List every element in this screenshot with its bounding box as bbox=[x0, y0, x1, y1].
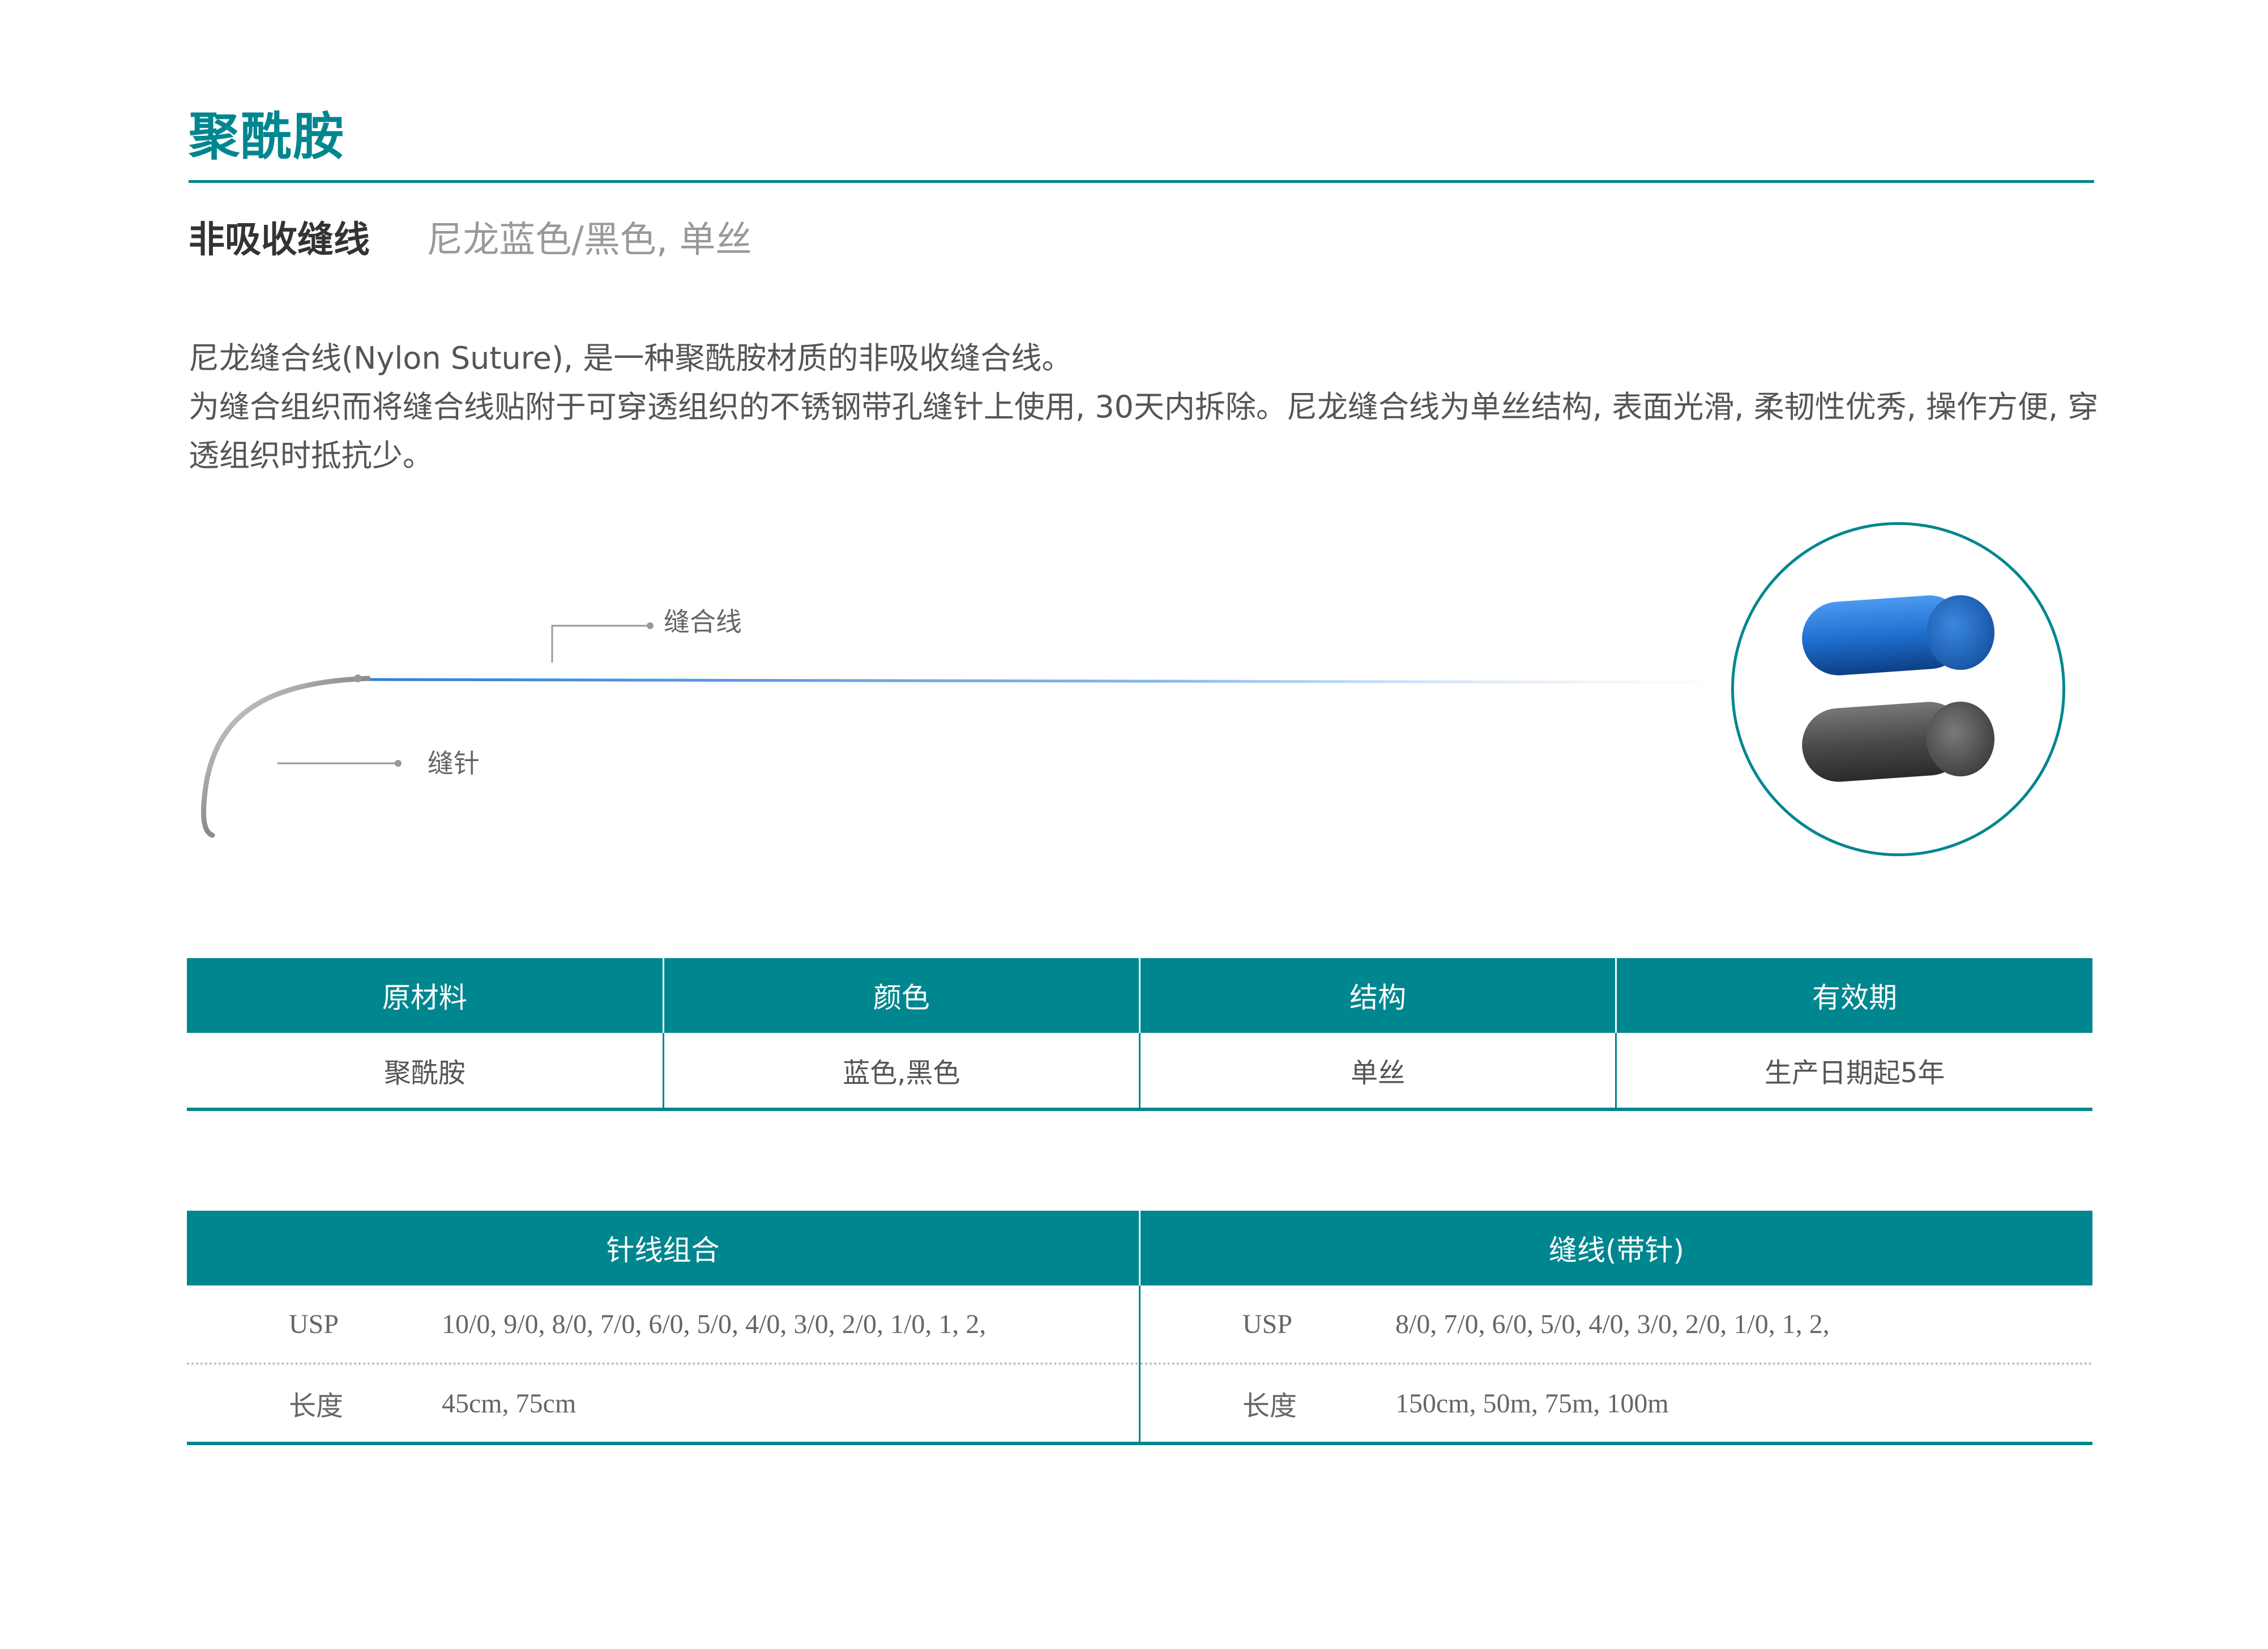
size-table-header-row: 针线组合 缝线(带针) bbox=[187, 1211, 2092, 1285]
product-description: 尼龙缝合线(Nylon Suture), 是一种聚酰胺材质的非吸收缝合线。 为缝… bbox=[189, 334, 2103, 480]
size-table: 针线组合 缝线(带针) USP 10/0, 9/0, 8/0, 7/0, 6/0… bbox=[187, 1211, 2092, 1445]
subtitle-secondary: 尼龙蓝色/黑色, 单丝 bbox=[426, 219, 752, 261]
length-label: 长度 bbox=[1242, 1391, 1297, 1421]
size-left-usp-row: USP 10/0, 9/0, 8/0, 7/0, 6/0, 5/0, 4/0, … bbox=[187, 1285, 1139, 1365]
suture-callout-line bbox=[551, 625, 648, 663]
size-table-body-row: USP 10/0, 9/0, 8/0, 7/0, 6/0, 5/0, 4/0, … bbox=[187, 1285, 2092, 1445]
length-value: 45cm, 75cm bbox=[442, 1388, 576, 1419]
spec-header-color: 颜色 bbox=[662, 958, 1140, 1033]
title-divider bbox=[189, 180, 2094, 183]
size-right-usp-row: USP 8/0, 7/0, 6/0, 5/0, 4/0, 3/0, 2/0, 1… bbox=[1141, 1285, 2092, 1365]
label-suture: 缝合线 bbox=[664, 606, 742, 637]
needle-shape bbox=[201, 676, 371, 838]
usp-label: USP bbox=[1242, 1309, 1293, 1339]
description-line-1: 尼龙缝合线(Nylon Suture), 是一种聚酰胺材质的非吸收缝合线。 bbox=[189, 340, 1073, 376]
thread-samples bbox=[1802, 595, 1994, 782]
blue-thread-sample bbox=[1802, 595, 1994, 676]
spec-table-header-row: 原材料 颜色 结构 有效期 bbox=[187, 958, 2092, 1033]
spec-header-shelf-life: 有效期 bbox=[1615, 958, 2092, 1033]
label-needle: 缝针 bbox=[428, 748, 480, 779]
size-left-length-row: 长度 45cm, 75cm bbox=[187, 1365, 1139, 1442]
usp-label: USP bbox=[289, 1309, 339, 1339]
length-label: 长度 bbox=[289, 1391, 344, 1421]
suture-thread bbox=[362, 678, 1705, 684]
description-line-2: 为缝合组织而将缝合线贴附于可穿透组织的不锈钢带孔缝针上使用, 30天内拆除。尼龙… bbox=[189, 389, 2099, 473]
spec-header-material: 原材料 bbox=[187, 958, 664, 1033]
size-left-cell: USP 10/0, 9/0, 8/0, 7/0, 6/0, 5/0, 4/0, … bbox=[187, 1285, 1141, 1445]
size-header-needle-combo: 针线组合 bbox=[187, 1211, 1140, 1285]
usp-value: 10/0, 9/0, 8/0, 7/0, 6/0, 5/0, 4/0, 3/0,… bbox=[442, 1309, 986, 1339]
length-value: 150cm, 50m, 75m, 100m bbox=[1395, 1388, 1669, 1419]
black-thread-sample bbox=[1802, 702, 1994, 782]
spec-table-row: 聚酰胺 蓝色,黑色 单丝 生产日期起5年 bbox=[187, 1033, 2092, 1111]
spec-value-structure: 单丝 bbox=[1138, 1033, 1616, 1111]
needle-suture-illustration bbox=[201, 622, 1705, 838]
size-header-suture-with-needle: 缝线(带针) bbox=[1139, 1211, 2092, 1285]
spec-table: 原材料 颜色 结构 有效期 聚酰胺 蓝色,黑色 单丝 生产日期起5年 bbox=[187, 958, 2092, 1111]
thread-zoom-circle bbox=[1731, 522, 2065, 856]
size-right-cell: USP 8/0, 7/0, 6/0, 5/0, 4/0, 3/0, 2/0, 1… bbox=[1139, 1285, 2092, 1445]
spec-header-structure: 结构 bbox=[1138, 958, 1616, 1033]
spec-value-shelf-life: 生产日期起5年 bbox=[1615, 1033, 2092, 1111]
size-right-length-row: 长度 150cm, 50m, 75m, 100m bbox=[1141, 1365, 2092, 1442]
subtitle: 非吸收缝线 尼龙蓝色/黑色, 单丝 bbox=[189, 211, 752, 263]
subtitle-main: 非吸收缝线 bbox=[189, 219, 370, 261]
spec-value-color: 蓝色,黑色 bbox=[662, 1033, 1140, 1111]
usp-value: 8/0, 7/0, 6/0, 5/0, 4/0, 3/0, 2/0, 1/0, … bbox=[1395, 1309, 1830, 1339]
spec-value-material: 聚酰胺 bbox=[187, 1033, 664, 1111]
page-title: 聚酰胺 bbox=[189, 106, 345, 166]
